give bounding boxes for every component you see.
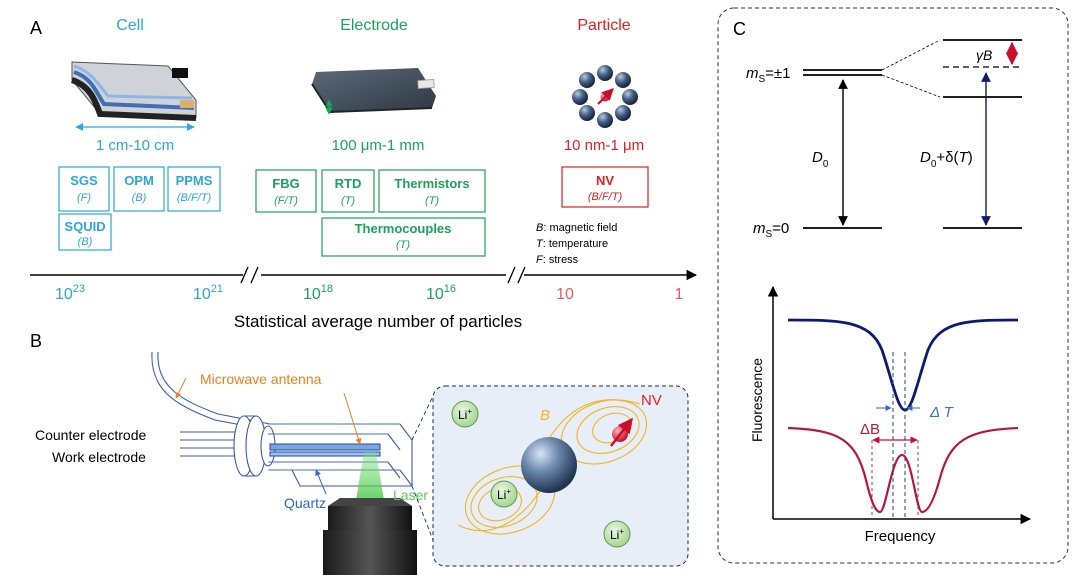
cell-method-ppms: PPMS (B/F/T) [167, 166, 221, 212]
method-name: OPM [124, 173, 154, 188]
method-sub: (B) [78, 236, 93, 248]
tick-1e18: 1018 [303, 283, 333, 303]
objective-lens [323, 498, 417, 575]
cell-method-sgs: SGS (F) [58, 166, 110, 212]
li-ion-3: Li+ [610, 527, 624, 542]
method-name: Thermistors [394, 176, 469, 191]
cell-size-label: 1 cm-10 cm [96, 137, 174, 154]
cell-method-opm: OPM (B) [113, 166, 165, 212]
electrode-method-fbg: FBG (F/T) [255, 169, 317, 213]
particle-inset [432, 385, 689, 567]
nv-label: NV [641, 392, 662, 409]
delta-t-label: Δ T [929, 404, 955, 421]
b-field-label: B [540, 407, 550, 424]
method-sub: (T) [396, 239, 410, 251]
panel-c-frame [717, 7, 1069, 564]
battery-cell-illustration [70, 61, 197, 121]
particle-title: Particle [577, 17, 630, 34]
legend-t: T: temperature [536, 238, 608, 250]
axis-tick-labels: 1023 1021 1018 1016 10 1 [55, 283, 684, 303]
d0-delta-t-label: D0+δ(T) [920, 149, 973, 170]
method-name: SQUID [64, 219, 105, 234]
tick-1e16: 1016 [426, 283, 456, 303]
zoom-line-bottom [411, 485, 434, 541]
li-ion-1: Li+ [458, 407, 472, 422]
panel-a-label: A [30, 18, 42, 38]
fluorescence-axis-label: Fluorescence [749, 358, 765, 442]
work-electrode-label: Work electrode [52, 449, 146, 465]
electrode-title: Electrode [340, 17, 408, 34]
method-sub: (T) [341, 195, 355, 207]
quartz-leader [315, 469, 327, 495]
tick-1e21: 1021 [193, 283, 223, 303]
frequency-axis-label: Frequency [865, 528, 936, 545]
gamma-b-label: γB [976, 47, 992, 63]
electrode-method-rtd: RTD (T) [321, 169, 375, 213]
particle-size-label: 10 nm-1 μm [564, 137, 644, 154]
ms-plus-minus-1-label: mS=±1 [746, 65, 791, 85]
zoom-line-top [411, 395, 434, 441]
electrode-plate-illustration [311, 68, 436, 114]
method-name: PPMS [176, 173, 213, 188]
electrode-method-thermocouples: Thermocouples (T) [321, 217, 486, 257]
method-sub: (B/F/T) [588, 191, 623, 203]
electrode-method-thermistors: Thermistors (T) [378, 169, 486, 213]
method-name: NV [596, 173, 614, 188]
delta-b-label: ΔB [860, 421, 880, 438]
method-name: SGS [70, 173, 98, 188]
tick-1e23: 1023 [55, 283, 85, 303]
counter-electrode-label: Counter electrode [35, 427, 147, 443]
method-sub: (B) [132, 192, 147, 204]
method-name: RTD [335, 176, 362, 191]
odmr-plot [767, 285, 1032, 525]
panel-c-label: C [733, 19, 746, 39]
tick-1: 1 [675, 286, 684, 303]
laser-label: Laser [393, 487, 428, 503]
li-ion-2: Li+ [497, 487, 511, 502]
method-sub: (F) [77, 192, 91, 204]
method-sub: (T) [425, 195, 439, 207]
quartz-label: Quartz [284, 495, 326, 511]
cell-method-squid: SQUID (B) [58, 213, 112, 251]
legend-f: F: stress [536, 254, 579, 266]
panel-b-label: B [30, 331, 42, 351]
energy-level-diagram [803, 39, 1022, 229]
particle-method-nv: NV (B/F/T) [561, 166, 649, 208]
laser-beam [354, 452, 386, 512]
electrode-size-label: 100 μm-1 mm [332, 137, 425, 154]
cell-title: Cell [116, 17, 144, 34]
ms-0-label: mS=0 [753, 220, 789, 240]
method-name: FBG [272, 176, 299, 191]
axis-title: Statistical average number of particles [234, 312, 522, 331]
method-sub: (F/T) [274, 195, 298, 207]
nanoparticle-ring-illustration [572, 65, 638, 128]
microwave-leader [175, 377, 187, 399]
microwave-antenna-label: Microwave antenna [200, 371, 322, 387]
tick-10: 10 [556, 286, 574, 303]
symbol-legend: B: magnetic field T: temperature F: stre… [536, 222, 617, 266]
method-name: Thermocouples [355, 221, 452, 236]
method-sub: (B/F/T) [177, 192, 212, 204]
d0-label: D0 [812, 149, 829, 170]
legend-b: B: magnetic field [536, 222, 617, 234]
particle-count-axis [30, 266, 698, 284]
antenna-leader [343, 392, 362, 445]
